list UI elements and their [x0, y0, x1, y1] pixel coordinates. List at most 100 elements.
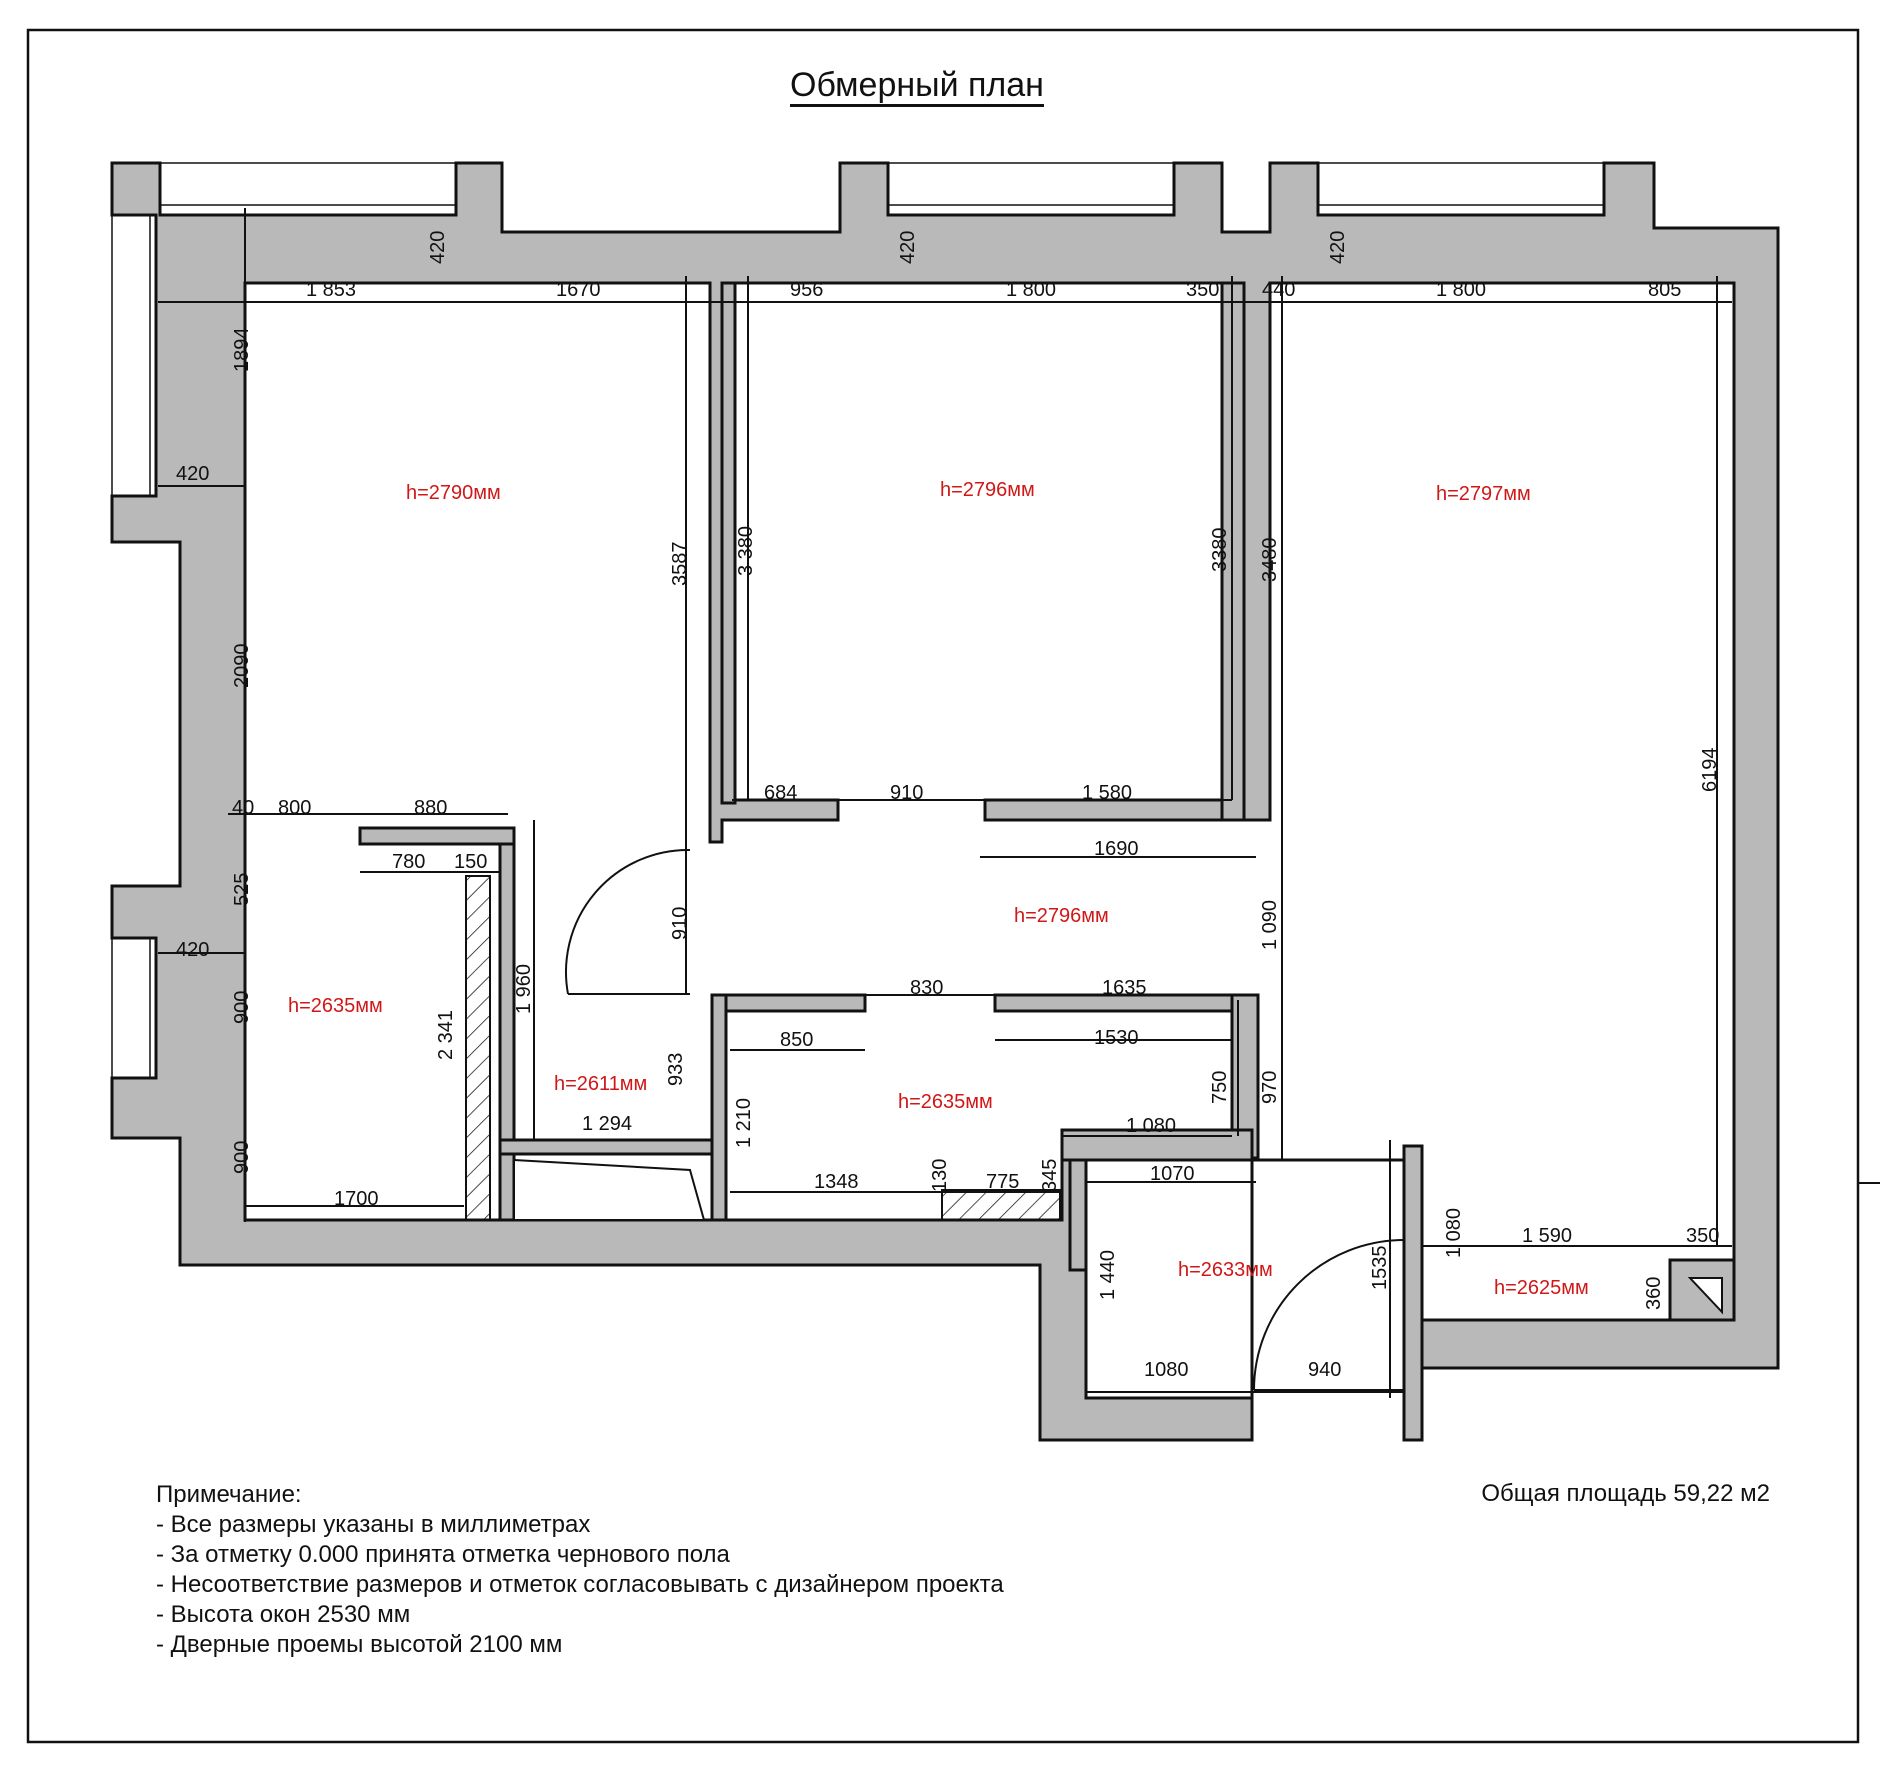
door-swing-2	[1253, 1239, 1405, 1391]
dim-h-15: 684	[764, 782, 797, 804]
dim-v-24: 1 080	[1443, 1208, 1465, 1258]
room-height-4: h=2635мм	[288, 995, 383, 1017]
dim-h-16: 910	[890, 782, 923, 804]
dim-h-13: 150	[454, 851, 487, 873]
total-area: Общая площадь 59,22 м2	[1481, 1480, 1770, 1507]
dim-h-20: 1635	[1102, 977, 1147, 999]
dim-h-32: 1080	[1144, 1359, 1189, 1381]
dim-h-18: 1690	[1094, 838, 1139, 860]
note-line-2: - За отметку 0.000 принята отметка черно…	[156, 1541, 730, 1568]
niche-outline	[513, 1158, 706, 1221]
vertical-dimension-labels: 420 420 420 1894 2090 3587 3 380 3380 34…	[231, 231, 1721, 1310]
dim-v-2: 420	[1327, 231, 1349, 264]
dim-h-33: 940	[1308, 1359, 1341, 1381]
dim-h-23: 1 294	[582, 1113, 632, 1135]
dim-v-16: 933	[665, 1053, 687, 1086]
dim-h-30: 1 590	[1522, 1225, 1572, 1247]
partition-k	[1068, 1158, 1088, 1272]
doors	[565, 848, 1405, 1391]
dim-h-31: 350	[1686, 1225, 1719, 1247]
dim-h-11: 880	[414, 797, 447, 819]
dim-v-1: 420	[897, 231, 919, 264]
room-height-3: h=2797мм	[1436, 483, 1531, 505]
window-1	[159, 162, 457, 216]
room-height-1: h=2790мм	[406, 482, 501, 504]
note-line-1: - Все размеры указаны в миллиметрах	[156, 1511, 591, 1538]
room-height-5: h=2611мм	[554, 1073, 647, 1095]
partition-g	[498, 826, 516, 1222]
dim-v-0: 420	[427, 231, 449, 264]
dim-v-9: 6194	[1699, 748, 1721, 793]
dim-h-2: 956	[790, 279, 823, 301]
shaft-marker	[1687, 1277, 1723, 1315]
dim-h-3: 1 800	[1006, 279, 1056, 301]
dim-h-27: 130	[929, 1159, 951, 1192]
dim-h-5: 440	[1262, 279, 1295, 301]
window-2	[887, 162, 1175, 216]
dim-h-14: 420	[176, 939, 209, 961]
window-4	[111, 214, 157, 497]
dim-h-22: 1530	[1094, 1027, 1139, 1049]
dim-h-0: 1 853	[306, 279, 356, 301]
note-line-3: - Несоответствие размеров и отметок согл…	[156, 1571, 1004, 1598]
partition-c	[720, 993, 867, 1013]
room-height-7: h=2633мм	[1178, 1259, 1273, 1281]
dim-h-26: 1348	[814, 1171, 859, 1193]
dim-v-22: 1 440	[1097, 1250, 1119, 1300]
dim-h-29: 1070	[1150, 1163, 1195, 1185]
dim-v-15: 910	[669, 907, 691, 940]
dim-h-17: 1 580	[1082, 782, 1132, 804]
dim-v-21: 345	[1039, 1159, 1061, 1192]
notes-heading: Примечание:	[156, 1481, 302, 1508]
horizontal-dimension-labels: 1 853 1670 956 1 800 350 440 1 800 805 4…	[176, 279, 1719, 1381]
dim-h-10: 800	[278, 797, 311, 819]
dim-h-4: 350	[1186, 279, 1219, 301]
dim-v-19: 750	[1209, 1071, 1231, 1104]
windows	[111, 162, 1605, 1079]
dim-v-3: 1894	[231, 328, 253, 373]
partition-h	[358, 826, 516, 846]
dimension-lines	[158, 208, 1732, 1398]
note-line-4: - Высота окон 2530 мм	[156, 1601, 411, 1628]
room-height-2: h=2796мм	[940, 479, 1035, 501]
dim-h-25: 1700	[334, 1188, 379, 1210]
dim-h-12: 780	[392, 851, 425, 873]
door-swing-1	[565, 848, 691, 995]
dim-h-19: 830	[910, 977, 943, 999]
dim-v-14: 1 960	[513, 964, 535, 1014]
room-height-8: h=2625мм	[1494, 1277, 1589, 1299]
dim-h-24: 1 080	[1126, 1115, 1176, 1137]
room-height-hall: h=2796мм	[1014, 905, 1109, 927]
walls	[110, 161, 1780, 1442]
dim-v-4: 2090	[231, 644, 253, 689]
dim-v-7: 3380	[1209, 528, 1231, 573]
partition-f	[710, 993, 728, 1222]
dim-v-8: 3480	[1259, 538, 1281, 583]
exterior-wall	[110, 161, 1780, 1442]
dim-h-8: 420	[176, 463, 209, 485]
dim-v-10: 525	[231, 873, 253, 906]
notes-block: Примечание: - Все размеры указаны в милл…	[156, 1480, 1196, 1660]
window-5	[111, 937, 157, 1079]
note-line-5: - Дверные проемы высотой 2100 мм	[156, 1631, 563, 1658]
dim-v-13: 2 341	[435, 1010, 457, 1060]
dim-v-6: 3 380	[735, 526, 757, 576]
partition-a	[720, 281, 737, 805]
partition-i	[498, 1138, 714, 1156]
page-title: Обмерный план	[790, 66, 1044, 104]
dim-v-11: 900	[231, 991, 253, 1024]
dim-h-28: 775	[986, 1171, 1019, 1193]
room-height-labels: h=2790мм h=2796мм h=2797мм h=2796мм h=26…	[288, 479, 1589, 1299]
room-height-6: h=2635мм	[898, 1091, 993, 1113]
dim-v-18: 1 210	[733, 1098, 755, 1148]
window-3	[1317, 162, 1605, 216]
hatched-ledge	[941, 1189, 1061, 1221]
partition-l	[1402, 1144, 1424, 1442]
dim-h-21: 850	[780, 1029, 813, 1051]
dim-v-20: 970	[1259, 1071, 1281, 1104]
hatched-column	[465, 875, 491, 1221]
dim-v-5: 3587	[669, 542, 691, 587]
dim-v-12: 900	[231, 1141, 253, 1174]
dim-v-17: 1 090	[1259, 900, 1281, 950]
